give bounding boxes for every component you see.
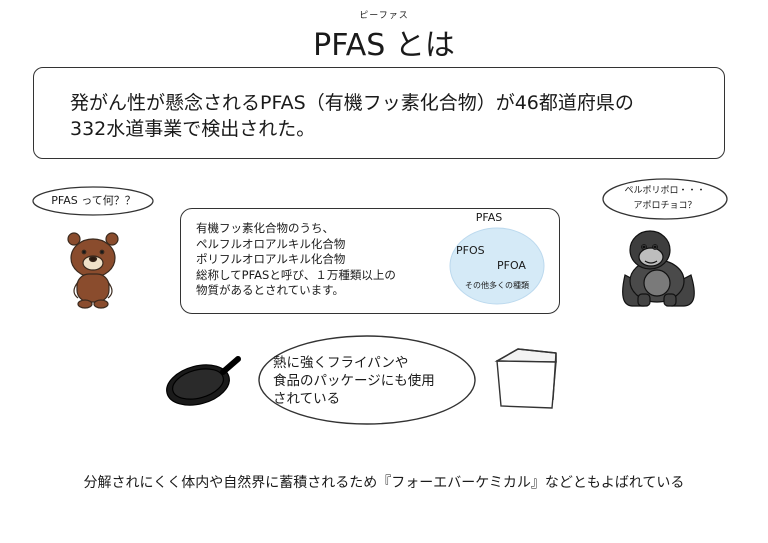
definition-line-4: 総称してPFASと呼び、１万種類以上の — [196, 267, 396, 282]
gorilla-icon — [622, 230, 695, 307]
headline-line-1: 発がん性が懸念されるPFAS（有機フッ素化合物）が46都道府県の — [70, 92, 634, 114]
headline-box: 発がん性が懸念されるPFAS（有機フッ素化合物）が46都道府県の 332水道事業… — [33, 67, 725, 159]
pan-bubble-line-1: 熱に強くフライパンや — [273, 355, 409, 371]
gorilla-speech-bubble — [602, 178, 728, 220]
definition-box — [180, 208, 560, 314]
definition-line-3: ポリフルオロアルキル化合物 — [196, 252, 346, 266]
page-title: PFAS とは — [313, 28, 455, 63]
headline-line-2: 332水道事業で検出された。 — [70, 118, 316, 140]
pfas-circle-label: PFAS — [475, 211, 503, 224]
pfas-circle — [449, 227, 545, 305]
pan-speech-bubble — [258, 335, 476, 425]
pan-bubble-line-3: されている — [273, 391, 341, 407]
definition-line-2: ペルフルオロアルキル化合物 — [196, 236, 346, 251]
title-ruby: ピーファス — [359, 11, 409, 21]
pan-bubble-line-2: 食品のパッケージにも使用 — [273, 373, 435, 389]
definition-line-5: 物質があるとされています。 — [196, 283, 345, 297]
gorilla-bubble-line-1: ペルポリポロ・・・ — [624, 186, 706, 196]
definition-text: 有機フッ素化合物のうち、 ペルフルオロアルキル化合物 ポリフルオロアルキル化合物… — [196, 221, 396, 299]
definition-line-1: 有機フッ素化合物のうち、 — [196, 221, 334, 235]
bear-speech-bubble — [32, 186, 154, 216]
gorilla-bubble-text: ペルポリポロ・・・ アポロチョコ？ — [603, 184, 727, 214]
pfoa-label: PFOA — [497, 259, 526, 272]
bear-bubble-text: PFAS って何？？ — [51, 194, 136, 207]
pfos-label: PFOS — [456, 244, 485, 257]
frying-pan-icon — [166, 356, 241, 406]
bottom-caption: 分解されにくく体内や自然界に蓄積されるため『フォーエバーケミカル』などともよばれ… — [83, 475, 685, 491]
pan-bubble-text: 熱に強くフライパンや 食品のパッケージにも使用 されている — [273, 354, 435, 408]
gorilla-bubble-line-2: アポロチョコ？ — [633, 201, 697, 211]
other-types-label: その他多くの種類 — [465, 281, 529, 290]
food-package-icon — [494, 348, 557, 409]
bear-icon — [67, 232, 119, 309]
